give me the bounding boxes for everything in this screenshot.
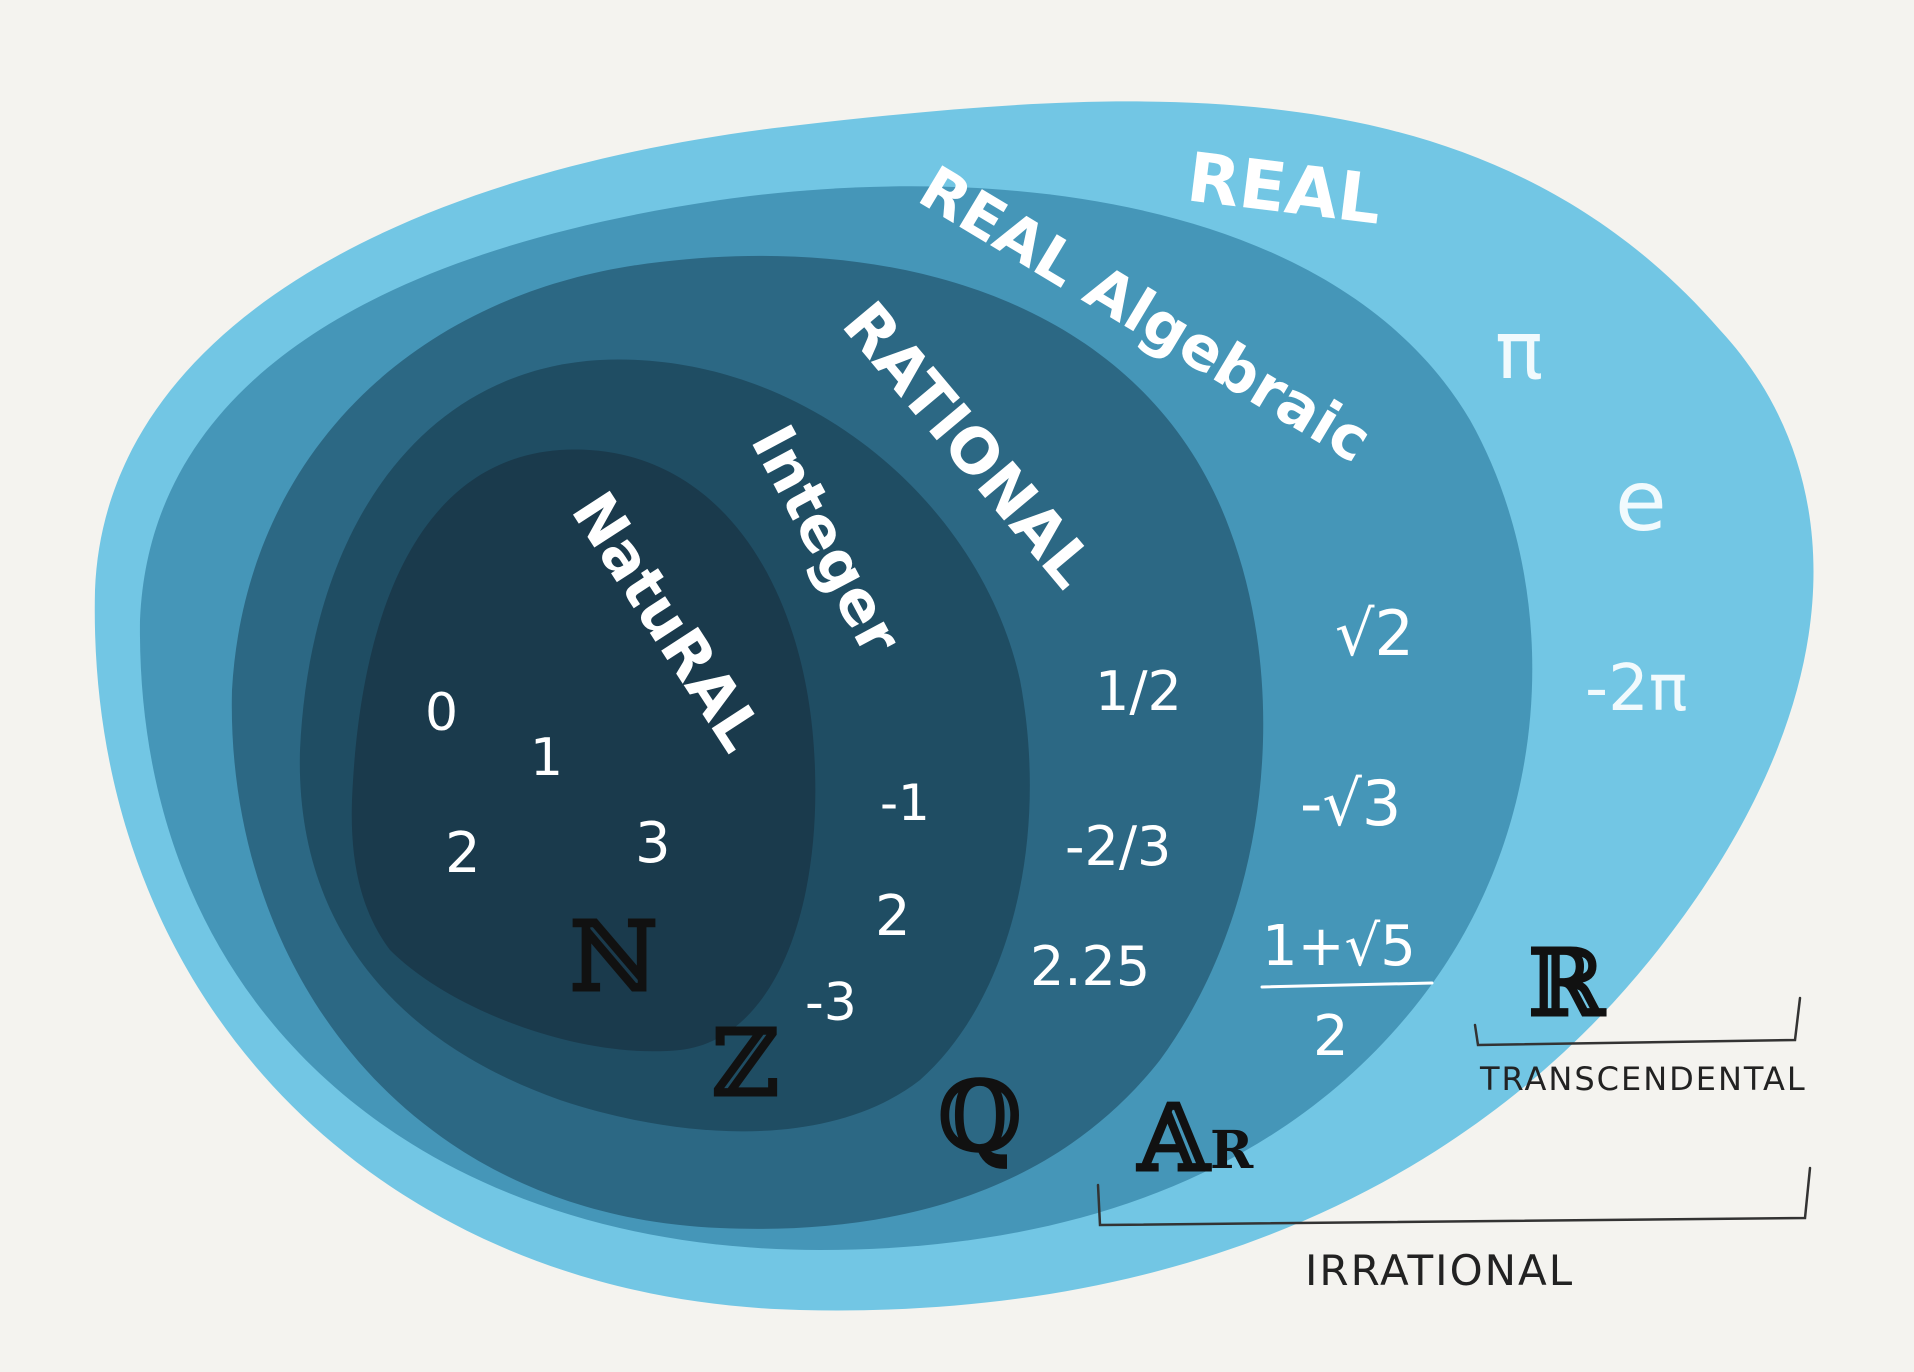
real-member-neg-2pi: -2π [1585, 652, 1687, 726]
rational-symbol: ℚ [938, 1060, 1022, 1173]
natural-symbol: ℕ [570, 900, 658, 1013]
natural-member: 1 [530, 728, 563, 788]
irrational-bracket [1096, 1166, 1812, 1227]
algebraic-symbol: 𝔸 [1135, 1084, 1212, 1192]
integer-member: -1 [880, 774, 930, 832]
fraction-bar [1260, 981, 1434, 989]
transcendental-bracket [1473, 996, 1802, 1047]
algebraic-member-golden-numerator: 1+√5 [1262, 914, 1416, 979]
rational-member: 2.25 [1030, 935, 1150, 998]
integer-member: -3 [805, 973, 857, 1033]
rational-member: -2/3 [1065, 815, 1171, 878]
integer-symbol: ℤ [712, 1009, 779, 1117]
rational-member: 1/2 [1095, 660, 1182, 723]
algebraic-member-neg-sqrt3: -√3 [1300, 767, 1401, 840]
natural-member: 0 [425, 683, 458, 743]
natural-region [351, 449, 816, 1052]
integer-member: 2 [875, 884, 911, 949]
transcendental-label: TRANSCENDENTAL [1479, 1060, 1807, 1098]
real-member-pi: π [1495, 304, 1543, 397]
irrational-label: IRRATIONAL [1305, 1246, 1574, 1295]
natural-member: 2 [445, 821, 481, 886]
natural-member: 3 [635, 811, 671, 876]
algebraic-symbol-subscript: R [1210, 1120, 1254, 1181]
real-symbol: ℝ [1528, 929, 1607, 1037]
algebraic-member-sqrt2: √2 [1335, 597, 1414, 670]
algebraic-member-golden-denominator: 2 [1313, 1004, 1349, 1069]
real-member-e: e [1615, 452, 1667, 550]
